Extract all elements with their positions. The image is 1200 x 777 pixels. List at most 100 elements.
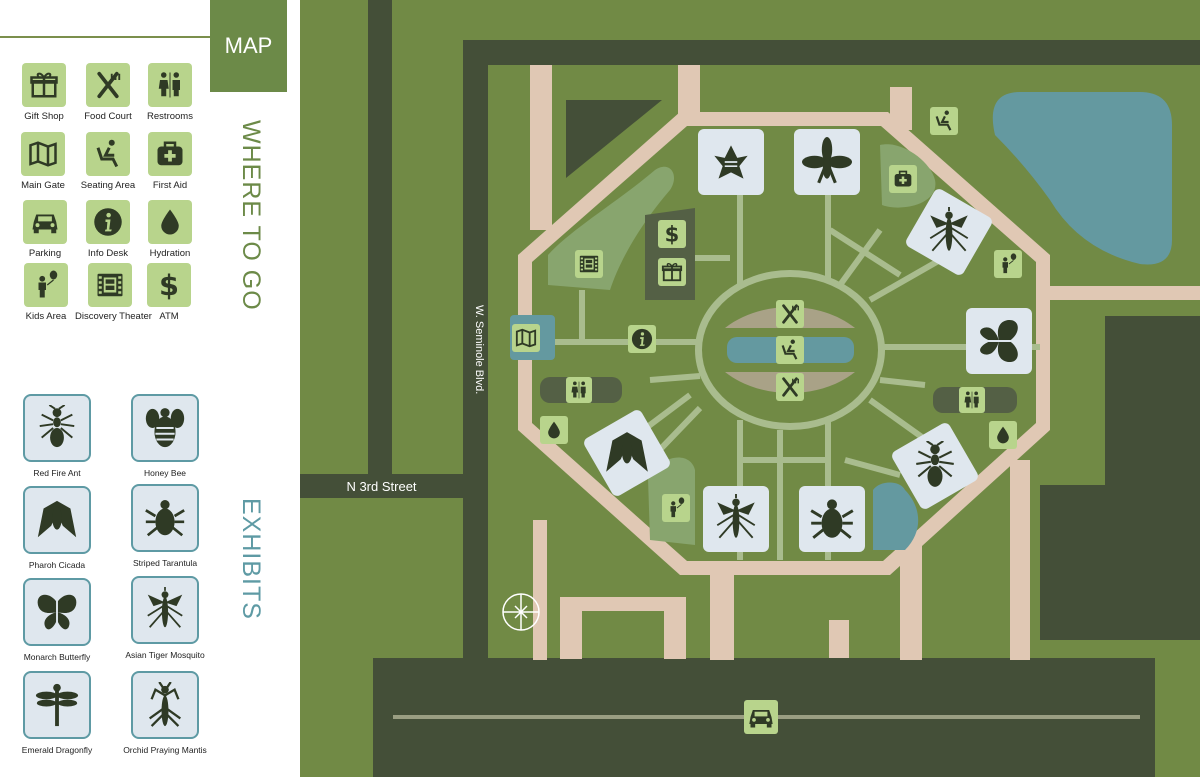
legend-label: Food Court: [84, 111, 132, 122]
legend-label: Monarch Butterfly: [23, 652, 91, 662]
child-balloon-icon: [24, 263, 68, 307]
map-icon: [21, 132, 65, 176]
legend-restrooms[interactable]: Restrooms: [135, 63, 205, 122]
tarantula-exhibit[interactable]: [799, 486, 865, 552]
legend-discovery-theater[interactable]: Discovery Theater: [75, 263, 152, 322]
exhibits-heading: EXHIBITS: [237, 498, 265, 620]
small-pond: [873, 482, 919, 550]
first-aid-icon: [148, 132, 192, 176]
legend-label: First Aid: [152, 180, 188, 191]
legend-info-desk[interactable]: Info Desk: [73, 200, 143, 259]
legend-seating-area[interactable]: Seating Area: [73, 132, 143, 191]
n-3rd-street: [300, 474, 463, 498]
legend-label: Parking: [28, 248, 62, 259]
building-east: [1040, 316, 1200, 640]
compass-icon: [502, 593, 540, 631]
cicada-icon: [23, 486, 91, 554]
main-gate-icon[interactable]: [512, 324, 540, 352]
mantis-icon: [131, 671, 199, 739]
restroom-west-icon[interactable]: [566, 377, 592, 403]
legend-sidebar: MAP WHERE TO GO EXHIBITS Gift Shop Food …: [0, 0, 300, 777]
legend-parking[interactable]: Parking: [10, 200, 80, 259]
legend-label: Asian Tiger Mosquito: [125, 650, 205, 660]
tarantula-icon: [131, 484, 199, 552]
mosquito-icon: [131, 576, 199, 644]
legend-honey-bee[interactable]: Honey Bee: [110, 394, 220, 478]
ant-icon: [23, 394, 91, 462]
legend-gift-shop[interactable]: Gift Shop: [9, 63, 79, 122]
legend-label: Seating Area: [80, 180, 136, 191]
legend-label: Red Fire Ant: [33, 468, 81, 478]
parking-map-icon[interactable]: [744, 700, 778, 734]
dollar-icon: [147, 263, 191, 307]
w-seminole-blvd-label: W. Seminole Blvd.: [473, 305, 485, 395]
legend-orchid-praying-mantis[interactable]: Orchid Praying Mantis: [110, 671, 220, 755]
mosquito-south-exhibit[interactable]: [703, 486, 769, 552]
dragonfly-icon: [23, 671, 91, 739]
fork-knife-icon: [86, 63, 130, 107]
road-north: [463, 40, 1200, 65]
legend-label: Striped Tarantula: [132, 558, 198, 568]
walkways: [550, 195, 1040, 560]
car-icon: [23, 200, 67, 244]
kids-area-south-icon[interactable]: [662, 494, 690, 522]
discovery-theater-icon[interactable]: [575, 250, 603, 278]
legend-label: Discovery Theater: [75, 311, 152, 322]
legend-food-court[interactable]: Food Court: [73, 63, 143, 122]
film-icon: [88, 263, 132, 307]
legend-hydration[interactable]: Hydration: [135, 200, 205, 259]
legend-pharoh-cicada[interactable]: Pharoh Cicada: [2, 486, 112, 570]
orchid-mantis-exhibit[interactable]: [698, 129, 764, 195]
seat-icon: [86, 132, 130, 176]
gift-shop-icon[interactable]: [658, 258, 686, 286]
n-3rd-street-label: N 3rd Street: [346, 478, 417, 494]
food-court-south-icon[interactable]: [776, 373, 804, 401]
legend-atm[interactable]: ATM: [134, 263, 204, 322]
outer-paths: [530, 65, 1200, 660]
atm-icon[interactable]: [658, 220, 686, 248]
legend-main-gate[interactable]: Main Gate: [8, 132, 78, 191]
legend-kids-area[interactable]: Kids Area: [11, 263, 81, 322]
legend-asian-tiger-mosquito[interactable]: Asian Tiger Mosquito: [110, 576, 220, 660]
info-icon: [86, 200, 130, 244]
legend-emerald-dragonfly[interactable]: Emerald Dragonfly: [2, 671, 112, 755]
gift-icon: [22, 63, 66, 107]
legend-striped-tarantula[interactable]: Striped Tarantula: [110, 484, 220, 568]
bee-icon: [131, 394, 199, 462]
hydration-west-icon[interactable]: [540, 416, 568, 444]
legend-label: Gift Shop: [24, 111, 64, 122]
legend-label: Info Desk: [87, 248, 129, 259]
legend-label: ATM: [159, 311, 179, 322]
legend-monarch-butterfly[interactable]: Monarch Butterfly: [2, 578, 112, 662]
map-tab[interactable]: MAP: [210, 0, 287, 92]
dark-lot-north: [566, 100, 662, 178]
legend-label: Honey Bee: [143, 468, 187, 478]
legend-label: Hydration: [149, 248, 191, 259]
kids-area-east-icon[interactable]: [994, 250, 1022, 278]
info-desk-icon[interactable]: [628, 325, 656, 353]
seating-area-center-icon[interactable]: [776, 336, 804, 364]
dragonfly-exhibit[interactable]: [794, 129, 860, 195]
legend-label: Kids Area: [25, 311, 67, 322]
food-court-north-icon[interactable]: [776, 300, 804, 328]
legend-label: Main Gate: [21, 180, 65, 191]
legend-label: Orchid Praying Mantis: [123, 745, 207, 755]
legend-first-aid[interactable]: First Aid: [135, 132, 205, 191]
w-seminole-blvd: [463, 40, 488, 665]
park-map[interactable]: [300, 0, 1200, 777]
butterfly-icon: [23, 578, 91, 646]
restroom-east-icon[interactable]: [959, 387, 985, 413]
header-rule: [0, 36, 210, 38]
seating-area-north-icon[interactable]: [930, 107, 958, 135]
first-aid-map-icon[interactable]: [889, 165, 917, 193]
where-to-go-heading: WHERE TO GO: [237, 120, 265, 311]
pond: [992, 92, 1172, 265]
legend-label: Emerald Dragonfly: [21, 745, 93, 755]
legend-label: Pharoh Cicada: [28, 560, 86, 570]
butterfly-exhibit[interactable]: [966, 308, 1032, 374]
hydration-east-icon[interactable]: [989, 421, 1017, 449]
legend-red-fire-ant[interactable]: Red Fire Ant: [2, 394, 112, 478]
road-west: [368, 0, 392, 480]
water-drop-icon: [148, 200, 192, 244]
restroom-icon: [148, 63, 192, 107]
